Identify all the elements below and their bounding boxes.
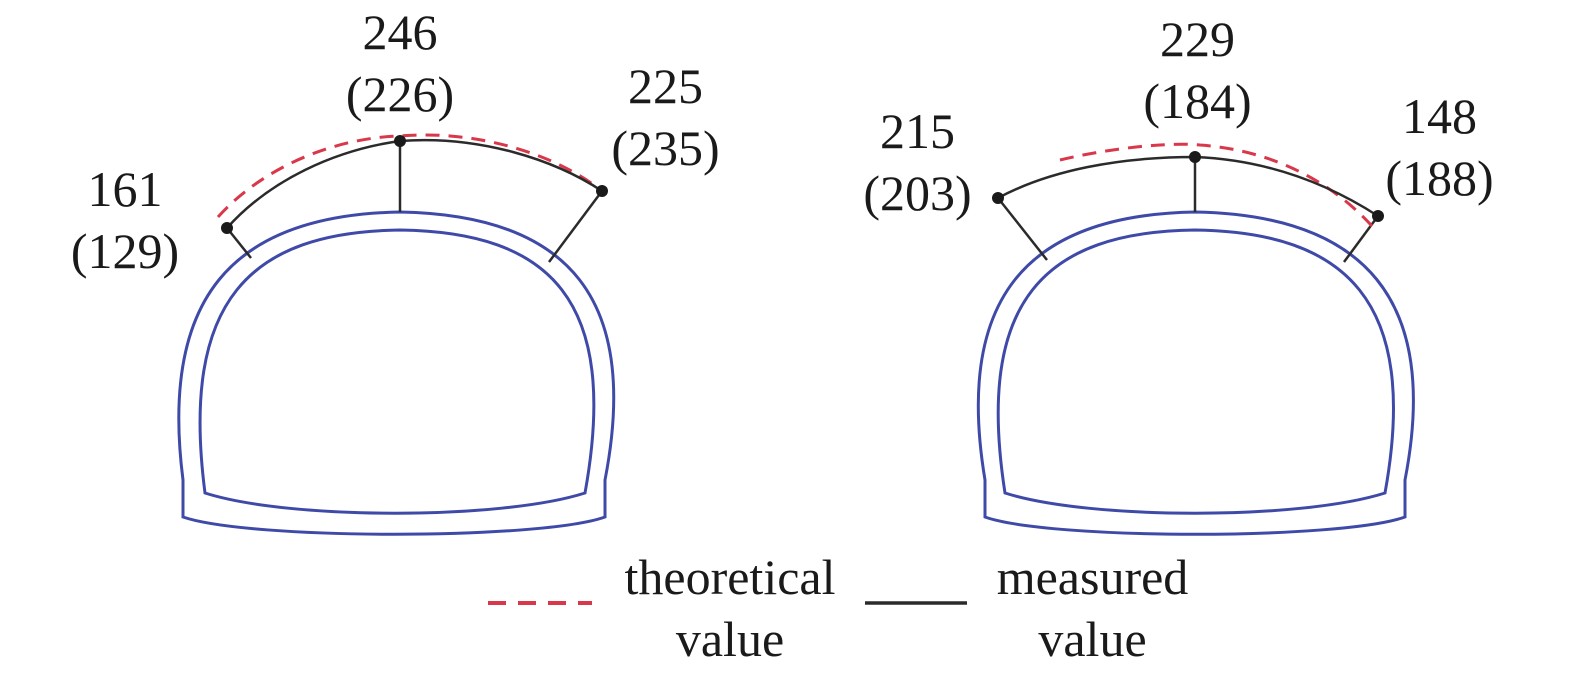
- legend-measured-line2: value: [1038, 611, 1147, 667]
- left-point-crown: [394, 135, 406, 147]
- right-point-crown: [1189, 151, 1201, 163]
- legend-measured-label: measured value: [975, 546, 1210, 670]
- legend-theoretical-line2: value: [675, 611, 785, 667]
- right-measured-curve: [997, 155, 1379, 218]
- right-label-right: 148 (188): [1372, 85, 1507, 209]
- left-theoretical-curve: [216, 133, 603, 219]
- right-lining-outer: [976, 210, 1415, 536]
- right-label-right-paren: (188): [1385, 150, 1494, 206]
- left-point-right: [596, 185, 608, 197]
- legend-theoretical-label: theoretical value: [605, 546, 855, 670]
- right-label-crown-value: 229: [1160, 11, 1235, 67]
- left-label-crown: 246 (226): [330, 1, 470, 125]
- left-radial-left: [226, 227, 252, 259]
- right-label-crown: 229 (184): [1130, 8, 1265, 132]
- left-label-crown-paren: (226): [345, 66, 455, 122]
- left-label-right-paren: (235): [611, 120, 720, 176]
- left-label-right-value: 225: [628, 58, 703, 114]
- left-label-left-value: 161: [87, 161, 163, 217]
- left-label-left-paren: (129): [70, 223, 180, 279]
- right-tunnel: [976, 142, 1415, 536]
- left-lining-inner: [198, 228, 596, 515]
- right-label-left-paren: (203): [863, 165, 972, 221]
- right-radial-left: [997, 197, 1048, 261]
- right-point-left: [992, 192, 1004, 204]
- legend-theoretical-line1: theoretical: [624, 549, 836, 605]
- left-point-left: [221, 222, 233, 234]
- left-label-left: 161 (129): [60, 158, 190, 282]
- left-label-right: 225 (235): [598, 55, 733, 179]
- right-label-right-value: 148: [1402, 88, 1477, 144]
- left-lining-outer: [177, 210, 616, 536]
- right-label-crown-paren: (184): [1143, 73, 1252, 129]
- right-radial-right: [1342, 215, 1380, 263]
- right-lining-inner: [996, 228, 1395, 515]
- left-tunnel: [177, 133, 616, 536]
- left-measured-curve: [226, 138, 603, 229]
- left-radial-right: [547, 190, 604, 263]
- right-label-left-value: 215: [880, 103, 955, 159]
- right-label-left: 215 (203): [850, 100, 985, 224]
- left-label-crown-value: 246: [362, 4, 438, 60]
- legend-measured-line1: measured: [996, 549, 1189, 605]
- right-point-right: [1372, 210, 1384, 222]
